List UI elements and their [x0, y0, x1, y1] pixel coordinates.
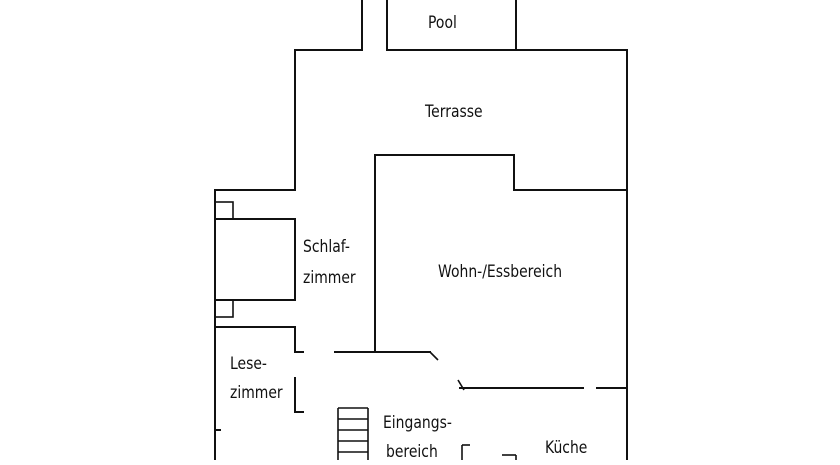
bed: [214, 201, 296, 318]
room-label-schlafzimmer-line1: Schlaf-: [303, 237, 350, 257]
reading-room-walls: [214, 326, 304, 431]
room-label-kueche: Küche: [545, 438, 588, 458]
room-label-pool: Pool: [428, 13, 457, 33]
pool-outline: [386, 0, 517, 51]
terrace-walls: [294, 0, 628, 191]
room-label-wohn-essbereich: Wohn-/Essbereich: [438, 262, 563, 282]
living-area-walls: [334, 154, 628, 460]
room-label-lesezimmer-line2: zimmer: [230, 383, 283, 403]
room-label-lesezimmer-line1: Lese-: [230, 354, 267, 374]
room-label-eingangsbereich-line1: Eingangs-: [383, 413, 452, 433]
kitchen-partition: [457, 379, 628, 460]
staircase: [337, 407, 369, 460]
room-label-eingangsbereich-line2: bereich: [386, 442, 438, 462]
room-label-schlafzimmer-line2: zimmer: [303, 268, 356, 288]
left-walls: [214, 189, 296, 460]
room-label-terrasse: Terrasse: [425, 102, 483, 122]
